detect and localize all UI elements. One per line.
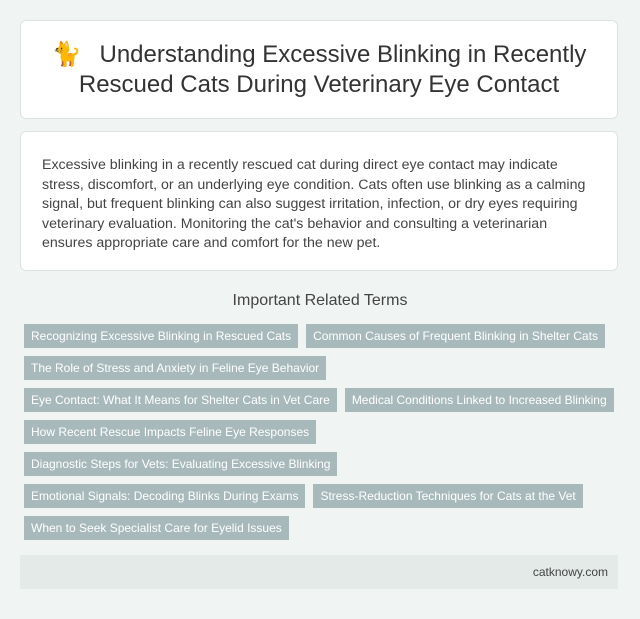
- tag-row: How Recent Rescue Impacts Feline Eye Res…: [24, 420, 624, 444]
- related-term-tag[interactable]: When to Seek Specialist Care for Eyelid …: [24, 516, 289, 540]
- page-title-line-1: Understanding Excessive Blinking in Rece…: [99, 40, 587, 68]
- related-term-tag[interactable]: Stress-Reduction Techniques for Cats at …: [313, 484, 583, 508]
- related-terms-heading: Important Related Terms: [232, 292, 408, 309]
- footer: catknowy.com: [20, 555, 618, 589]
- title-card: 🐈 Understanding Excessive Blinking in Rec…: [20, 20, 618, 119]
- related-terms-list: Recognizing Excessive Blinking in Rescue…: [24, 324, 624, 548]
- related-term-tag[interactable]: Emotional Signals: Decoding Blinks Durin…: [24, 484, 306, 508]
- related-term-tag[interactable]: Diagnostic Steps for Vets: Evaluating Ex…: [24, 452, 338, 476]
- tag-row: The Role of Stress and Anxiety in Feline…: [24, 356, 624, 380]
- related-term-tag[interactable]: How Recent Rescue Impacts Feline Eye Res…: [24, 420, 317, 444]
- tag-row: Recognizing Excessive Blinking in Rescue…: [24, 324, 624, 348]
- related-term-tag[interactable]: Common Causes of Frequent Blinking in Sh…: [306, 324, 605, 348]
- page-title: 🐈 Understanding Excessive Blinking in Rec…: [52, 40, 587, 100]
- tag-row: Emotional Signals: Decoding Blinks Durin…: [24, 484, 624, 508]
- tag-row: Eye Contact: What It Means for Shelter C…: [24, 388, 624, 412]
- summary-card: Excessive blinking in a recently rescued…: [20, 131, 618, 271]
- summary-text: Excessive blinking in a recently rescued…: [42, 157, 586, 251]
- related-term-tag[interactable]: Recognizing Excessive Blinking in Rescue…: [24, 324, 299, 348]
- cat-icon: 🐈: [51, 40, 82, 68]
- related-term-tag[interactable]: The Role of Stress and Anxiety in Feline…: [24, 356, 327, 380]
- tag-row: When to Seek Specialist Care for Eyelid …: [24, 516, 624, 540]
- tag-row: Diagnostic Steps for Vets: Evaluating Ex…: [24, 452, 624, 476]
- page-title-line-2: Rescued Cats During Veterinary Eye Conta…: [78, 70, 560, 98]
- related-term-tag[interactable]: Eye Contact: What It Means for Shelter C…: [24, 388, 337, 412]
- related-term-tag[interactable]: Medical Conditions Linked to Increased B…: [344, 388, 614, 412]
- footer-site-link[interactable]: catknowy.com: [532, 565, 608, 579]
